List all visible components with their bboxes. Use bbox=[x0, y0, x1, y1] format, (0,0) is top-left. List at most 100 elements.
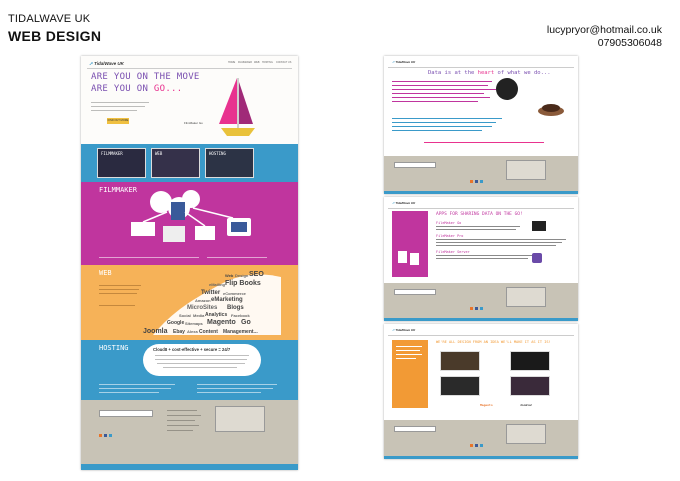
site-logo[interactable]: ➚ TidalWave UK bbox=[392, 201, 416, 205]
hosting-heading: HOSTING bbox=[99, 344, 129, 352]
coffee-cup-icon bbox=[536, 100, 566, 120]
rss-icon[interactable] bbox=[470, 307, 473, 310]
site-logo[interactable]: ➚ TidalWave UK bbox=[392, 328, 416, 332]
twitter-icon[interactable] bbox=[480, 307, 483, 310]
portfolio-thumb-4[interactable] bbox=[510, 376, 550, 396]
rss-icon[interactable] bbox=[99, 434, 102, 437]
main-page-screenshot: ➚ TidalWave UK HOME FILMMAKER WEB HOSTIN… bbox=[81, 56, 298, 470]
hosting-text-line bbox=[155, 359, 247, 360]
hosting-cloud-bubble: Cloud8 + cost-effective + secure = 24/7 bbox=[143, 344, 261, 376]
newsletter-input[interactable] bbox=[394, 426, 436, 432]
app-screenshot bbox=[532, 221, 546, 231]
find-out-more-button[interactable]: FIND OUT MORE bbox=[107, 118, 129, 124]
hosting-text-line bbox=[157, 363, 245, 364]
nav-divider bbox=[388, 67, 574, 68]
contact-info: lucypryor@hotmail.co.uk 07905306048 bbox=[547, 24, 662, 50]
twitter-icon[interactable] bbox=[109, 434, 112, 437]
facebook-icon[interactable] bbox=[475, 444, 478, 447]
rss-icon[interactable] bbox=[470, 444, 473, 447]
joomla-logo: Joomla! bbox=[520, 403, 533, 407]
filmmaker-heading: FILMMAKER bbox=[99, 186, 137, 194]
nav-divider bbox=[87, 68, 292, 69]
nav-contact[interactable]: CONTACT US bbox=[276, 61, 292, 64]
site-footer bbox=[384, 283, 578, 321]
nav-home[interactable]: HOME bbox=[228, 61, 236, 64]
facebook-icon[interactable] bbox=[475, 180, 478, 183]
twitter-icon[interactable] bbox=[480, 180, 483, 183]
hero-text-line bbox=[91, 102, 149, 103]
service-card-filmmaker[interactable]: FILMMAKER bbox=[97, 148, 146, 178]
wave-icon: ➚ bbox=[392, 201, 395, 205]
filmmaker-go-title: FileMaker Go bbox=[436, 221, 462, 225]
newsletter-input[interactable] bbox=[394, 162, 436, 168]
hero-band: ➚ TidalWave UK HOME FILMMAKER WEB HOSTIN… bbox=[81, 56, 298, 144]
hosting-text-line bbox=[99, 392, 159, 393]
wave-shape bbox=[153, 274, 281, 335]
web-text-line bbox=[99, 289, 139, 290]
web-heading: WEB bbox=[99, 269, 112, 277]
facebook-icon[interactable] bbox=[104, 434, 107, 437]
facebook-icon[interactable] bbox=[475, 307, 478, 310]
wave-icon: ➚ bbox=[392, 60, 395, 64]
hero-text-line bbox=[91, 110, 137, 111]
vinyl-record-icon bbox=[496, 78, 518, 100]
nav-divider bbox=[388, 335, 574, 336]
portfolio-thumb-3[interactable] bbox=[440, 376, 480, 396]
filmmaker-go-badge[interactable]: FilmMaker Go bbox=[184, 121, 203, 125]
footer-tweet-box bbox=[506, 424, 546, 444]
filmmaker-link-line[interactable] bbox=[207, 257, 267, 258]
rss-icon[interactable] bbox=[470, 180, 473, 183]
hosting-section: HOSTING Cloud8 + cost-effective + secure… bbox=[81, 340, 298, 400]
wave-icon: ➚ bbox=[392, 328, 395, 332]
site-footer bbox=[384, 420, 578, 459]
hosting-text-line bbox=[197, 392, 261, 393]
contact-email[interactable]: lucypryor@hotmail.co.uk bbox=[546, 24, 662, 36]
data-heading: Data is at the heart of what we do... bbox=[428, 70, 551, 76]
twitter-icon[interactable] bbox=[480, 444, 483, 447]
site-logo[interactable]: ➚ TidalWave UK bbox=[89, 61, 124, 66]
footer-bottom-bar bbox=[384, 191, 578, 194]
web-sidebar bbox=[392, 340, 428, 408]
hero-heading-2: ARE YOU ON GO... bbox=[91, 84, 183, 94]
nav-hosting[interactable]: HOSTING bbox=[262, 61, 273, 64]
site-footer bbox=[81, 400, 298, 470]
nav-filmmaker[interactable]: FILMMAKER bbox=[238, 61, 252, 64]
newsletter-input[interactable] bbox=[99, 410, 153, 417]
web-link-line[interactable] bbox=[99, 305, 135, 306]
hosting-text-line bbox=[197, 388, 273, 389]
nav-web[interactable]: WEB bbox=[254, 61, 260, 64]
filmmaker-sidebar bbox=[392, 211, 428, 277]
hosting-text-line bbox=[163, 367, 237, 368]
hosting-headline: Cloud8 + cost-effective + secure = 24/7 bbox=[153, 347, 231, 352]
site-logo[interactable]: ➚ TidalWave UK bbox=[392, 60, 416, 64]
footer-bottom-bar bbox=[81, 464, 298, 470]
devices-illustration bbox=[131, 190, 251, 242]
footer-bottom-bar bbox=[384, 456, 578, 459]
hero-heading-1: ARE YOU ON THE MOVE bbox=[91, 72, 200, 82]
footer-tweet-box bbox=[215, 406, 265, 432]
main-nav: HOME FILMMAKER WEB HOSTING CONTACT US bbox=[228, 61, 292, 65]
service-card-hosting[interactable]: HOSTING bbox=[205, 148, 254, 178]
word-cloud: Web Design SEO eMailing Flip Books Twitt… bbox=[143, 271, 264, 335]
hosting-text-line bbox=[99, 388, 171, 389]
footer-contact-block bbox=[167, 406, 207, 452]
hosting-text-line bbox=[197, 384, 277, 385]
service-card-web[interactable]: WEB bbox=[151, 148, 200, 178]
portfolio-thumb-2[interactable] bbox=[510, 351, 550, 371]
nav-divider bbox=[388, 208, 574, 209]
filmmaker-pro-title: FileMaker Pro bbox=[436, 234, 464, 238]
apps-heading: APPS FOR SHARING DATA ON THE GO! bbox=[436, 212, 523, 217]
hosting-text-line bbox=[99, 384, 175, 385]
filmmaker-server-icon bbox=[532, 253, 542, 263]
portfolio-thumb-1[interactable] bbox=[440, 351, 480, 371]
sailboat-icon bbox=[219, 78, 255, 136]
hero-text-line bbox=[91, 106, 145, 107]
filmmaker-text-line bbox=[99, 257, 199, 258]
filmmaker-page-screenshot: ➚ TidalWave UK APPS FOR SHARING DATA ON … bbox=[384, 197, 578, 321]
web-heading: WE'RE ALL DESIGN FROM AN IDEA WE'LL MAKE… bbox=[436, 340, 551, 344]
wave-icon: ➚ bbox=[89, 61, 93, 66]
web-text-line bbox=[99, 293, 137, 294]
newsletter-input[interactable] bbox=[394, 289, 436, 295]
footer-tweet-box bbox=[506, 160, 546, 180]
filmmaker-server-title: FileMaker Server bbox=[436, 250, 470, 254]
